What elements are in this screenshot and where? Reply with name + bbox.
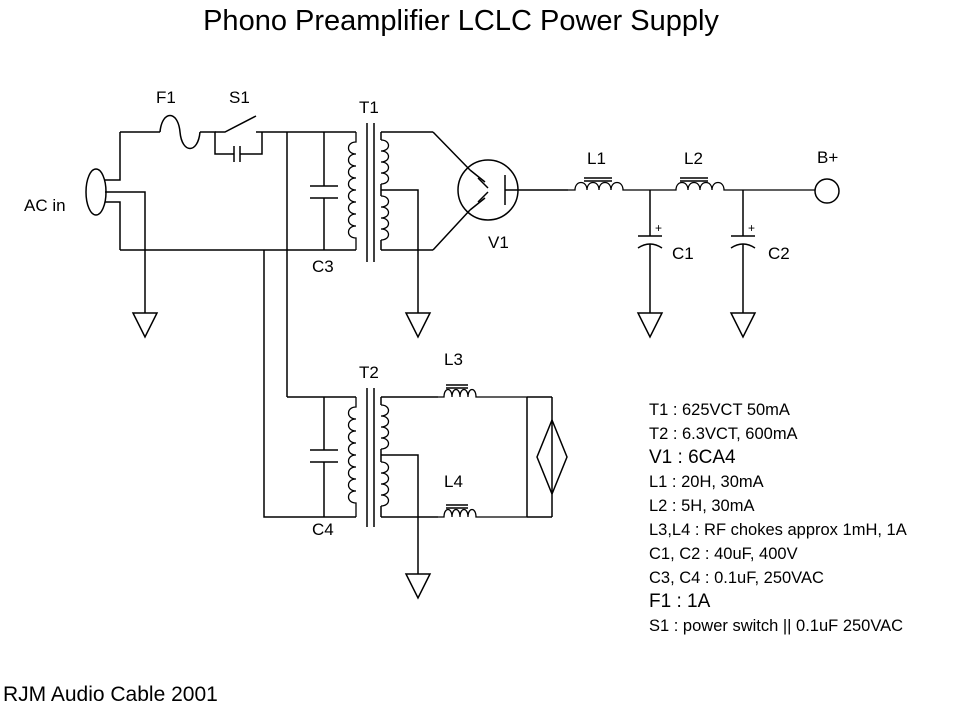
t1-label: T1 <box>359 98 379 117</box>
footer-credit: RJM Audio Cable 2001 <box>3 683 218 706</box>
choke-l1 <box>568 177 636 191</box>
capacitor-c3 <box>310 132 338 250</box>
l4-label: L4 <box>444 472 463 491</box>
fuse-f1 <box>159 114 201 150</box>
parts-list-item: C3, C4 : 0.1uF, 250VAC <box>649 569 824 587</box>
parts-list: T1 : 625VCT 50mA T2 : 6.3VCT, 600mA V1 :… <box>649 398 907 638</box>
l2-label: L2 <box>684 149 703 168</box>
rf-choke-l4 <box>438 504 527 518</box>
c1-plus-mark: + <box>655 221 662 235</box>
switch-s1 <box>215 115 287 162</box>
parts-list-item: F1 : 1A <box>649 591 711 612</box>
capacitor-c2 <box>729 190 757 339</box>
parts-list-item: L3,L4 : RF chokes approx 1mH, 1A <box>649 521 907 539</box>
ground-symbol <box>404 250 432 339</box>
l3-label: L3 <box>444 350 463 369</box>
diagram-title: Phono Preamplifier LCLC Power Supply <box>203 5 719 37</box>
parts-list-item: S1 : power switch || 0.1uF 250VAC <box>649 617 904 635</box>
rectifier-tube-v1 <box>432 131 568 251</box>
c2-plus-mark: + <box>748 221 755 235</box>
transformer-t1 <box>347 123 433 262</box>
c4-label: C4 <box>312 520 334 539</box>
heater-load <box>526 396 568 518</box>
f1-label: F1 <box>156 88 176 107</box>
ac-in-label: AC in <box>24 196 66 215</box>
ground-symbol <box>131 250 159 339</box>
parts-list-item: L2 : 5H, 30mA <box>649 497 755 515</box>
rf-choke-l3 <box>438 384 527 398</box>
parts-list-item: T1 : 625VCT 50mA <box>649 401 790 419</box>
t2-label: T2 <box>359 363 379 382</box>
c2-label: C2 <box>768 244 790 263</box>
l1-label: L1 <box>587 149 606 168</box>
c1-label: C1 <box>672 244 694 263</box>
capacitor-c4 <box>287 396 356 517</box>
ac-input-connector <box>85 132 146 250</box>
parts-list-item: V1 : 6CA4 <box>649 447 736 468</box>
b-plus-terminal <box>814 178 840 204</box>
ground-symbol <box>404 573 432 600</box>
parts-list-item: T2 : 6.3VCT, 600mA <box>649 425 798 443</box>
transformer-t2 <box>347 388 438 574</box>
v1-label: V1 <box>488 233 509 252</box>
s1-label: S1 <box>229 88 250 107</box>
choke-l2 <box>636 177 815 191</box>
parts-list-item: L1 : 20H, 30mA <box>649 473 764 491</box>
b-plus-label: B+ <box>817 148 838 167</box>
parts-list-item: C1, C2 : 40uF, 400V <box>649 545 798 563</box>
capacitor-c1 <box>636 190 664 339</box>
c3-label: C3 <box>312 257 334 276</box>
